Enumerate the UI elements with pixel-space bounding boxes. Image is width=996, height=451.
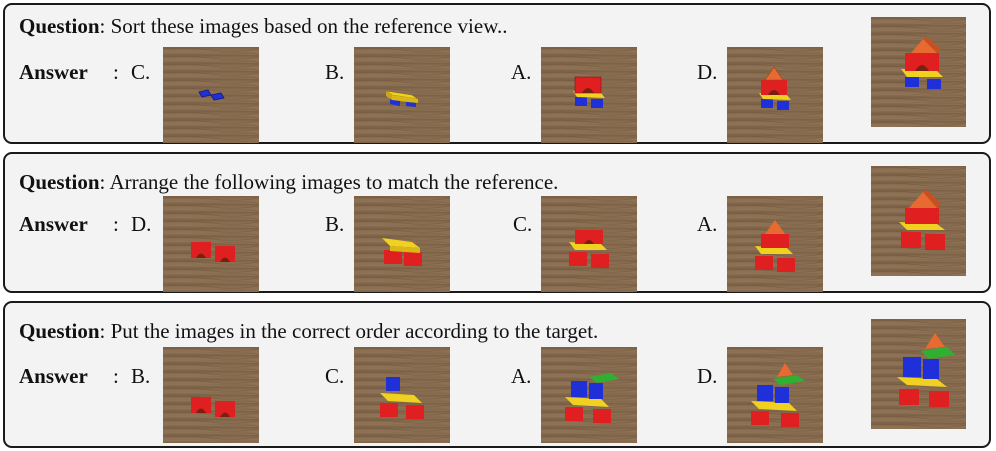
option-letter: D. (697, 364, 718, 388)
option-letter: B. (131, 364, 151, 388)
answer-colon: : (113, 364, 119, 388)
answer-label: Answer (19, 212, 88, 236)
option-image-2 (354, 196, 450, 292)
question-panel-1: Question: Sort these images based on the… (3, 3, 991, 144)
option-image-4 (727, 47, 823, 143)
option-letter: C. (513, 212, 533, 236)
option-letter: B. (325, 60, 345, 84)
option-image-2 (354, 47, 450, 143)
option-letter: C. (131, 60, 151, 84)
option-image-2 (354, 347, 450, 443)
question-line: Question: Arrange the following images t… (19, 170, 558, 195)
question-panel-2: Question: Arrange the following images t… (3, 152, 991, 293)
reference-image (871, 166, 966, 276)
question-text: : Put the images in the correct order ac… (99, 319, 599, 343)
question-line: Question: Put the images in the correct … (19, 319, 598, 344)
reference-image (871, 17, 966, 127)
option-letter: D. (697, 60, 718, 84)
option-image-1 (163, 347, 259, 443)
option-image-4 (727, 347, 823, 443)
option-image-1 (163, 47, 259, 143)
option-letter: B. (325, 212, 345, 236)
answer-label: Answer (19, 60, 88, 84)
question-text: : Arrange the following images to match … (99, 170, 559, 194)
question-line: Question: Sort these images based on the… (19, 14, 508, 39)
option-letter: D. (131, 212, 152, 236)
question-label: Question (19, 170, 100, 194)
reference-image (871, 319, 966, 429)
option-image-3 (541, 347, 637, 443)
answer-colon: : (113, 212, 119, 236)
option-image-1 (163, 196, 259, 292)
question-panel-3: Question: Put the images in the correct … (3, 301, 991, 448)
option-letter: A. (511, 364, 532, 388)
option-image-3 (541, 47, 637, 143)
option-image-4 (727, 196, 823, 292)
answer-label: Answer (19, 364, 88, 388)
option-letter: A. (697, 212, 718, 236)
option-letter: A. (511, 60, 532, 84)
question-label: Question (19, 14, 100, 38)
answer-colon: : (113, 60, 119, 84)
question-text: : Sort these images based on the referen… (99, 14, 508, 38)
option-image-3 (541, 196, 637, 292)
question-label: Question (19, 319, 100, 343)
option-letter: C. (325, 364, 345, 388)
